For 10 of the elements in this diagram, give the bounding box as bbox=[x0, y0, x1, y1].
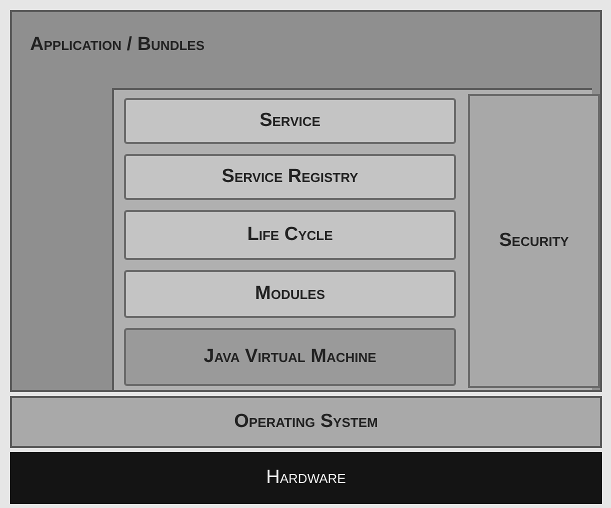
jvm-layer: Java Virtual Machine bbox=[124, 328, 456, 386]
layer-heading: Application / Bundles bbox=[30, 34, 204, 56]
hardware-layer: Hardware bbox=[10, 452, 602, 504]
modules-layer: Modules bbox=[124, 270, 456, 318]
application-layer bbox=[10, 10, 602, 392]
security-layer: Security bbox=[468, 94, 600, 388]
registry-layer: Service Registry bbox=[124, 154, 456, 200]
os-layer: Operating System bbox=[10, 396, 602, 448]
service-layer: Service bbox=[124, 98, 456, 144]
lifecycle-layer: Life Cycle bbox=[124, 210, 456, 260]
